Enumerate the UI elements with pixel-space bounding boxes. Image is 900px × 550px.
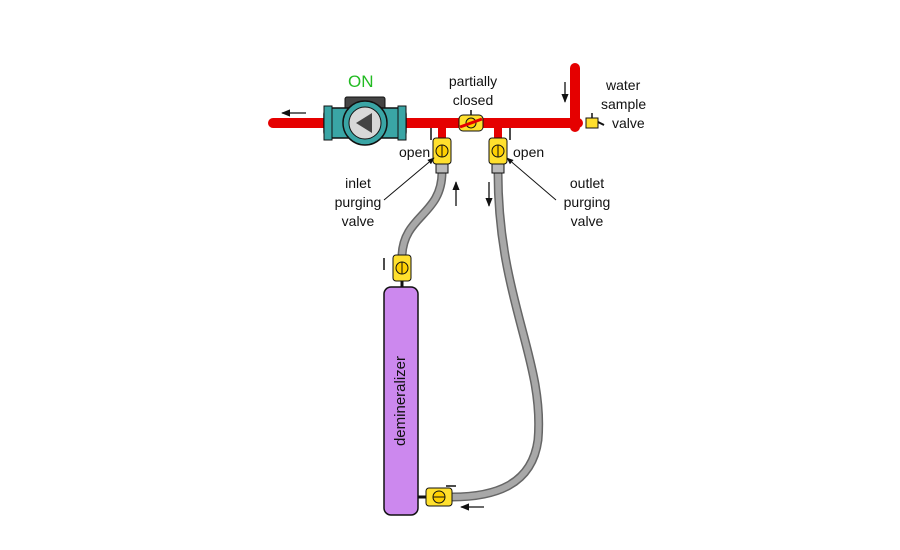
label-inlet-1: inlet bbox=[345, 175, 371, 191]
label-water: water bbox=[606, 77, 641, 93]
label-inlet-2: purging bbox=[334, 194, 382, 210]
leader-inlet bbox=[383, 157, 435, 201]
circulator-pump bbox=[323, 96, 407, 146]
demineralizer-label: demineralizer bbox=[392, 355, 409, 447]
label-outlet-3: valve bbox=[570, 213, 604, 229]
label-outlet-1: outlet bbox=[569, 175, 605, 191]
demineralizer-bottom-valve bbox=[418, 485, 456, 507]
demineralizer-top-valve bbox=[383, 254, 412, 288]
inlet-purging-valve bbox=[430, 128, 452, 174]
balancing-valve bbox=[458, 110, 484, 132]
label-inlet-3: valve bbox=[341, 213, 375, 229]
label-open-left: open bbox=[399, 144, 431, 160]
label-sample: sample bbox=[601, 96, 647, 112]
inlet-hose-inner bbox=[399, 169, 445, 258]
label-open-right: open bbox=[513, 144, 545, 160]
outlet-purging-valve bbox=[488, 128, 511, 174]
label-partially: partially bbox=[448, 73, 498, 89]
leader-outlet bbox=[506, 157, 557, 201]
pump-status: ON bbox=[348, 72, 374, 91]
label-outlet-2: purging bbox=[563, 194, 611, 210]
water-sample-valve bbox=[585, 113, 605, 129]
label-sample-valve: valve bbox=[612, 115, 645, 131]
label-closed: closed bbox=[452, 92, 494, 108]
outlet-hose-inner bbox=[449, 169, 542, 500]
demineralizer-tank bbox=[383, 286, 419, 516]
